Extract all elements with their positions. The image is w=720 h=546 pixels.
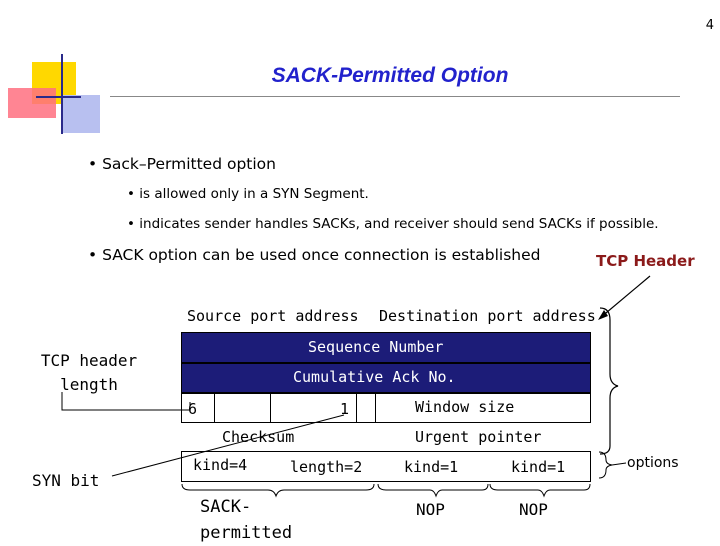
nop-label-2: NOP bbox=[519, 500, 548, 519]
sack-permitted-label: SACK-permitted bbox=[200, 497, 293, 543]
bullet-2-text: SACK option can be used once connection … bbox=[102, 246, 541, 264]
bullet-2: • SACK option can be used once connectio… bbox=[88, 246, 541, 264]
nop-label-1: NOP bbox=[416, 500, 445, 519]
checksum-field: Checksum bbox=[222, 428, 295, 446]
kind1b-field: kind=1 bbox=[511, 458, 566, 476]
bullet-dot: • bbox=[88, 155, 103, 173]
sequence-number-label: Sequence Number bbox=[308, 338, 444, 356]
tcp-header-length-label: TCP header length bbox=[40, 351, 138, 394]
bullet-dot: • bbox=[88, 246, 103, 264]
sub-bullet-2: • indicates sender handles SACKs, and re… bbox=[127, 216, 659, 232]
hlen-box-divider bbox=[214, 393, 215, 423]
reserved-box-divider bbox=[270, 393, 271, 423]
window-box-divider bbox=[375, 393, 376, 423]
slide-title: SACK-Permitted Option bbox=[271, 64, 509, 87]
bullet-1: • Sack–Permitted option bbox=[88, 155, 276, 173]
window-size-field: Window size bbox=[415, 398, 515, 416]
sub-bullet-1-text: is allowed only in a SYN Segment. bbox=[139, 186, 369, 202]
bullet-1-text: Sack–Permitted option bbox=[102, 155, 276, 173]
flags-box-divider bbox=[356, 393, 357, 423]
options-label: options bbox=[627, 455, 679, 471]
page-number: 4 bbox=[705, 18, 714, 33]
tcp-header-label: TCP Header bbox=[596, 252, 695, 270]
length2-field: length=2 bbox=[290, 458, 363, 476]
ack-row bbox=[181, 363, 591, 393]
urgent-pointer-field: Urgent pointer bbox=[415, 428, 542, 446]
syn-bit-label: SYN bit bbox=[32, 471, 100, 490]
kind1a-field: kind=1 bbox=[404, 458, 459, 476]
ack-label: Cumulative Ack No. bbox=[293, 368, 456, 386]
hlen-value: 6 bbox=[188, 400, 198, 418]
dest-port-field: Destination port address bbox=[379, 307, 596, 325]
sub-bullet-1: • is allowed only in a SYN Segment. bbox=[127, 186, 369, 202]
bullet-dot: • bbox=[127, 216, 140, 232]
sub-bullet-2-text: indicates sender handles SACKs, and rece… bbox=[139, 216, 659, 232]
syn-value: 1 bbox=[340, 400, 350, 418]
sequence-number-row bbox=[181, 332, 591, 363]
flags-row bbox=[181, 393, 591, 423]
source-port-field: Source port address bbox=[187, 307, 359, 325]
bullet-dot: • bbox=[127, 186, 140, 202]
kind4-field: kind=4 bbox=[193, 456, 248, 474]
